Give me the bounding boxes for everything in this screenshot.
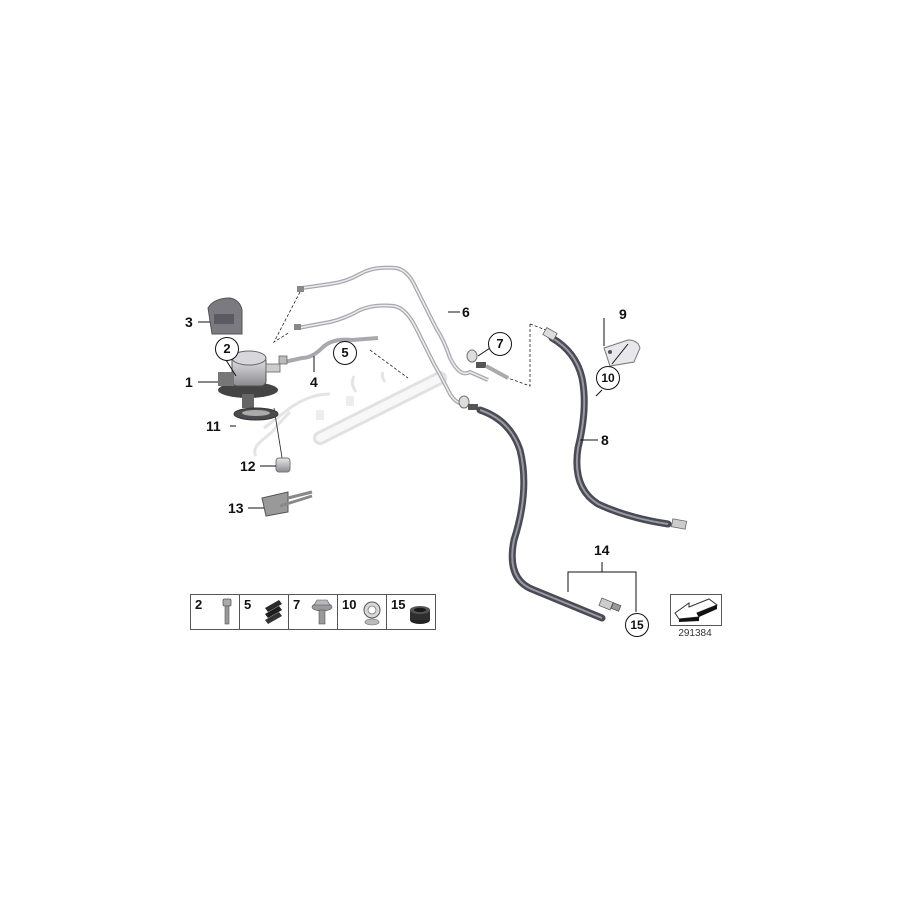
high-pressure-pump-1 <box>218 350 281 408</box>
fuel-pipe-4 <box>283 336 379 364</box>
bracket-13 <box>261 490 313 517</box>
label-7-circled: 7 <box>488 332 512 356</box>
legend-cell-5: 5 <box>240 595 289 629</box>
hex-bolt-icon <box>311 599 333 625</box>
label-4: 4 <box>310 374 318 390</box>
legend-cell-7: 7 <box>289 595 338 629</box>
legend-cell-10: 10 <box>338 595 387 629</box>
label-8: 8 <box>601 432 609 448</box>
hose-clamp-icon <box>363 601 381 626</box>
small-parts-legend: 2 5 7 10 <box>190 594 436 630</box>
holder-9 <box>603 339 641 367</box>
rubber-ring-icon <box>410 606 430 624</box>
label-13: 13 <box>228 500 244 516</box>
clip-icon <box>265 600 282 624</box>
legend-number: 10 <box>342 597 357 612</box>
label-5-circled: 5 <box>333 341 357 365</box>
legend-number: 2 <box>195 597 203 612</box>
diagram-reference-code: 291384 <box>678 628 712 639</box>
direction-arrow-icon <box>674 598 719 622</box>
orientation-arrow-box <box>670 594 722 626</box>
label-10-circled: 10 <box>596 366 620 390</box>
label-15-circled: 15 <box>625 613 649 637</box>
legend-number: 7 <box>293 597 301 612</box>
bolt-icon <box>222 598 232 625</box>
label-2-circled: 2 <box>215 337 239 361</box>
bracket-7 <box>458 349 509 410</box>
legend-cell-15: 15 <box>387 595 435 629</box>
label-9: 9 <box>619 306 627 322</box>
label-1: 1 <box>185 374 193 390</box>
label-6: 6 <box>462 304 470 320</box>
legend-cell-2: 2 <box>191 595 240 629</box>
fuel-hose-14 <box>476 406 606 622</box>
legend-number: 5 <box>244 597 252 612</box>
label-14: 14 <box>594 542 610 558</box>
label-3: 3 <box>185 314 193 330</box>
legend-number: 15 <box>391 597 406 612</box>
label-11: 11 <box>206 418 221 434</box>
fuel-rail-icon <box>253 371 447 457</box>
label-12: 12 <box>240 458 256 474</box>
sleeve-12 <box>275 457 291 473</box>
